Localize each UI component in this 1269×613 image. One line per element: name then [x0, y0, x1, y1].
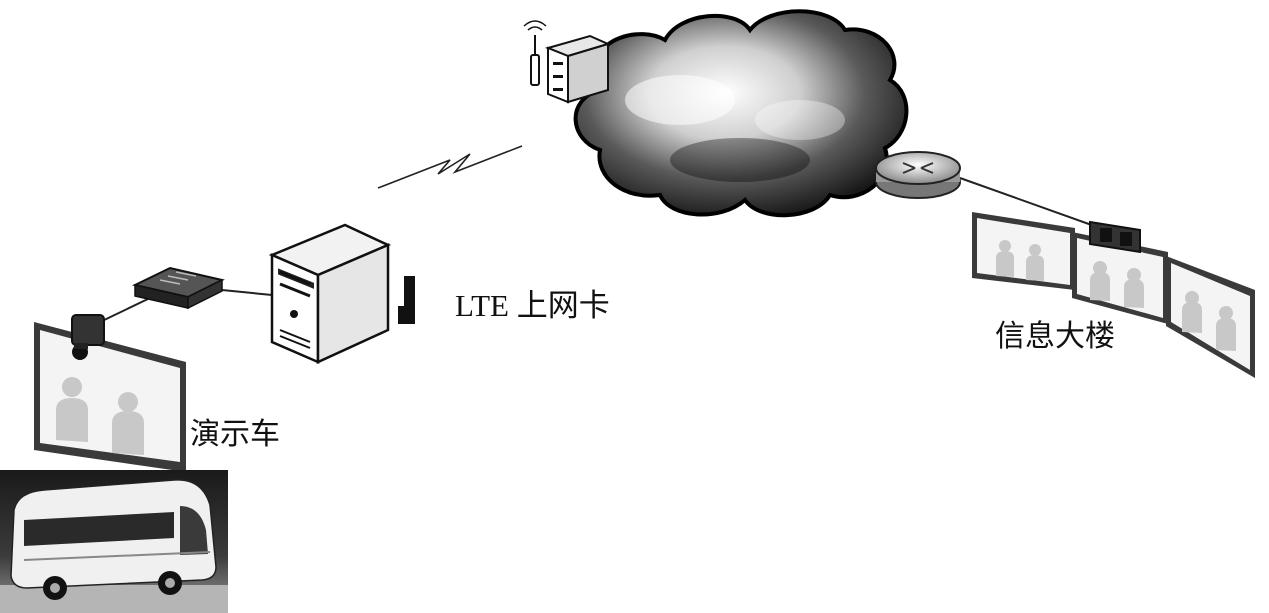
lte-card-label: LTE 上网卡: [455, 288, 610, 323]
network-cloud-icon: [573, 9, 909, 218]
video-camera-icon: [71, 314, 105, 360]
person-silhouette: [996, 240, 1236, 351]
link-switch-server: [221, 289, 273, 296]
router-icon: [875, 151, 961, 199]
lte-usb-modem-icon: [398, 276, 415, 324]
demo-vehicle-label: 演示车: [190, 417, 280, 452]
base-station-icon: [523, 20, 611, 104]
person-silhouette: [56, 377, 144, 455]
server-icon: [268, 223, 392, 364]
vehicle-video-terminal: [34, 322, 186, 472]
video-camera-icon: [1089, 220, 1141, 254]
link-router-building: [959, 177, 1101, 229]
link-camera-switch: [99, 297, 151, 323]
wireless-link-icon: [377, 145, 523, 189]
switch-icon: [131, 266, 225, 310]
bus-icon: [0, 470, 228, 613]
building-video-wall: [972, 212, 1255, 378]
connection-lines: [99, 145, 1101, 323]
info-building-label: 信息大楼: [995, 319, 1115, 354]
